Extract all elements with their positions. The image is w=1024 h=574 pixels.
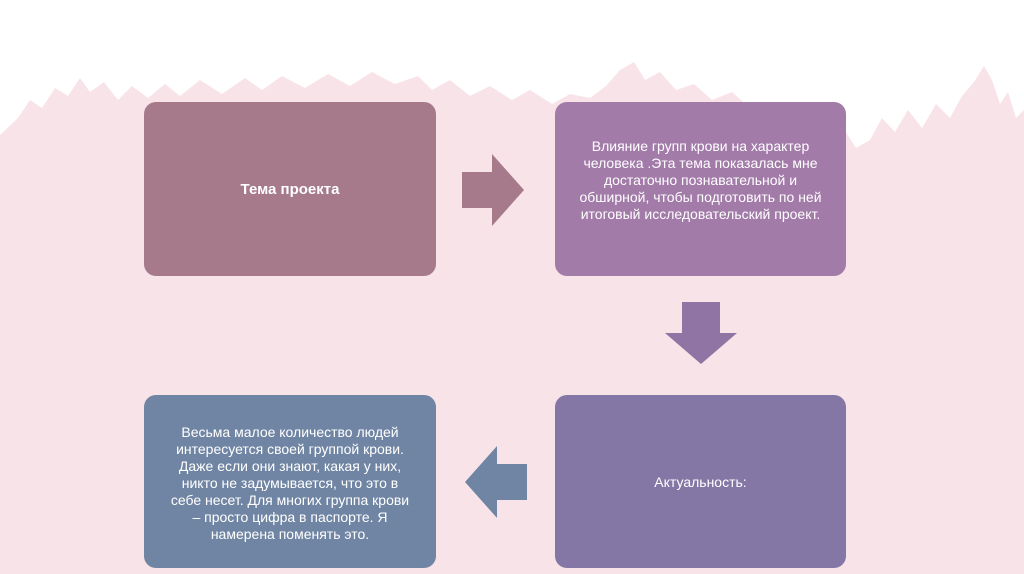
explanation-box: Весьма малое количество людей интересует… (144, 395, 436, 568)
relevance-box: Актуальность: (555, 395, 846, 568)
arrow-left-shape (465, 446, 527, 518)
arrow-right-icon (462, 154, 524, 226)
topic-box: Тема проекта (144, 102, 436, 276)
topic-label: Тема проекта (240, 180, 340, 198)
arrow-right-shape (462, 154, 524, 226)
relevance-label: Актуальность: (654, 473, 747, 490)
description-box: Влияние групп крови на характер человека… (555, 102, 846, 276)
arrow-left-icon (465, 446, 527, 518)
explanation-text: Весьма малое количество людей интересует… (170, 424, 410, 542)
arrow-down-shape (665, 302, 737, 364)
description-text: Влияние групп крови на характер человека… (579, 137, 822, 222)
arrow-down-icon (665, 302, 737, 364)
